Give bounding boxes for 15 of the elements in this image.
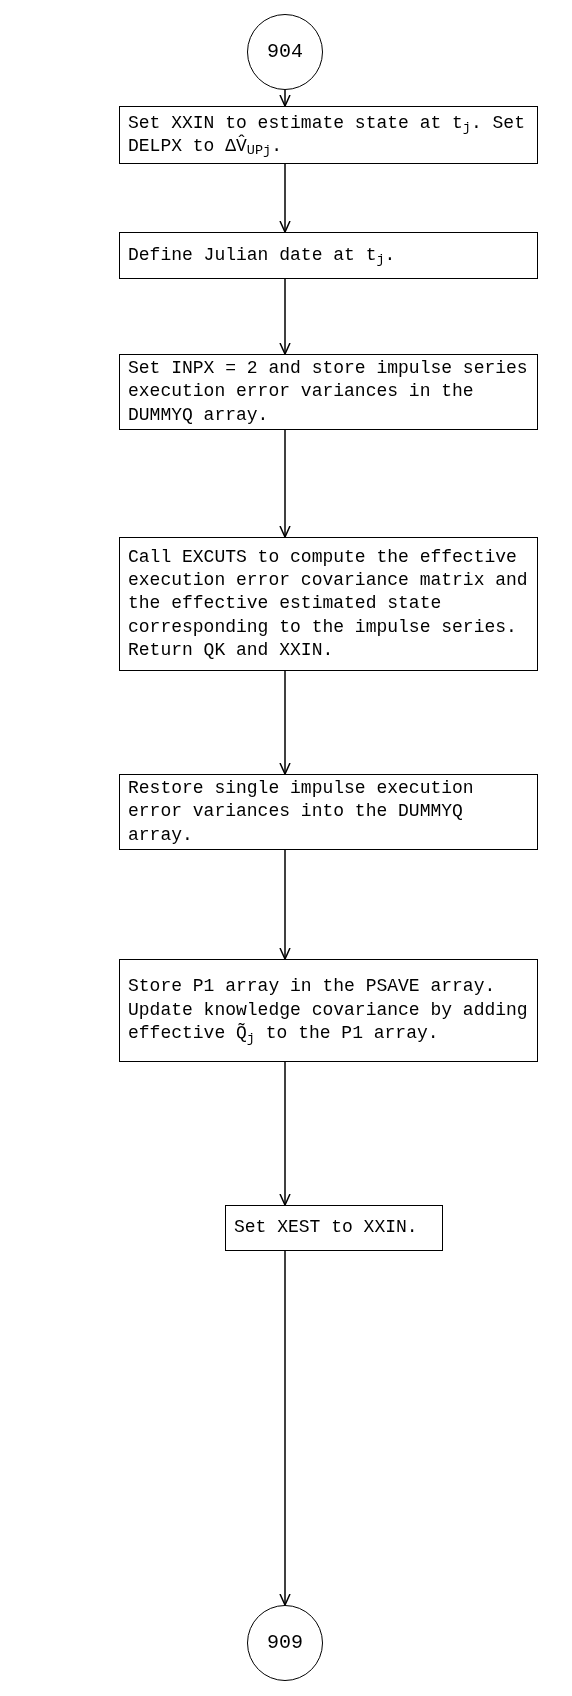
process-box: Set INPX = 2 and store impulse series execution error variances in the DUMMYQ array.	[119, 354, 538, 430]
arrow	[279, 278, 291, 355]
process-box: Call EXCUTS to compute the effective execution error covariance matrix and the effective estimated state corresponding to the impulse series. Return QK and XXIN.	[119, 537, 538, 671]
arrow	[279, 163, 291, 233]
arrow	[279, 1250, 291, 1606]
process-box: Store P1 array in the PSAVE array. Update knowledge covariance by adding effective Q̃$_{j}$ to the P1 array.	[119, 959, 538, 1062]
process-box: Restore single impulse execution error variances into the DUMMYQ array.	[119, 774, 538, 850]
arrow	[279, 849, 291, 960]
arrow	[279, 670, 291, 775]
arrow	[279, 429, 291, 538]
process-box: Set XXIN to estimate state at t$_{j}$. Set DELPX to ΔV̂$_{UPj}$.	[119, 106, 538, 164]
arrow	[279, 1061, 291, 1206]
arrow	[279, 89, 291, 107]
process-box: Set XEST to XXIN.	[225, 1205, 443, 1251]
process-box: Define Julian date at t$_{j}$.	[119, 232, 538, 279]
